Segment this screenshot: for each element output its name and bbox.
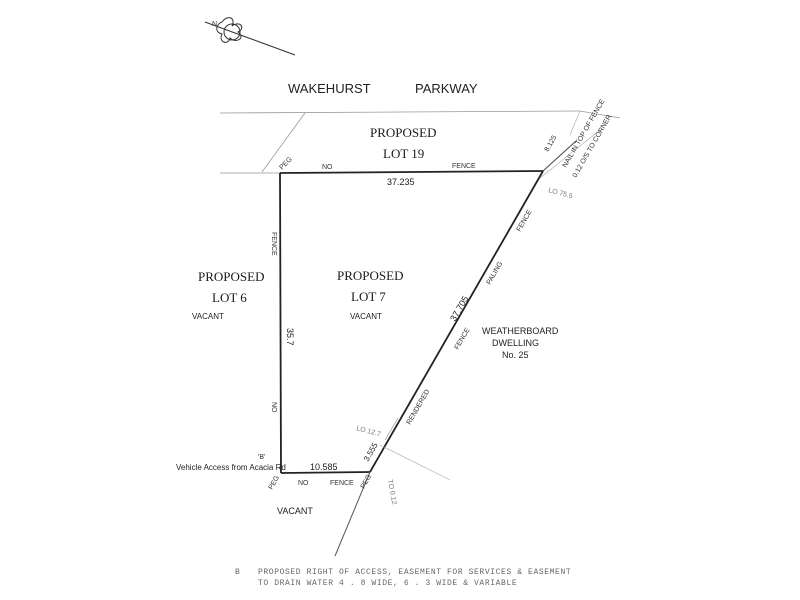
lot7-boundary bbox=[279, 170, 544, 474]
leader-label-bottom: TO 0.12 bbox=[386, 479, 397, 505]
dwelling-label-kind: DWELLING bbox=[492, 338, 539, 348]
lot7-label-number: LOT 7 bbox=[351, 289, 386, 304]
lot19-label-number: LOT 19 bbox=[383, 146, 424, 161]
lot7-label-proposed: PROPOSED bbox=[337, 268, 403, 283]
lot19-west-boundary bbox=[261, 112, 306, 173]
lot6-label-number: LOT 6 bbox=[212, 290, 247, 305]
dimension-corner: 8.125 bbox=[544, 134, 559, 153]
fence-label-bottom: FENCE bbox=[330, 480, 354, 487]
peg-label-bottom-right: PEG bbox=[360, 474, 373, 490]
lot19-label-proposed: PROPOSED bbox=[370, 125, 436, 140]
no-label-left: NO bbox=[270, 402, 277, 413]
lot7-west-boundary bbox=[279, 172, 282, 474]
note-marker: B bbox=[235, 568, 240, 577]
b-label: 'B' bbox=[258, 454, 265, 461]
no-label-top: NO bbox=[322, 164, 333, 171]
peg-label-bottom: PEG bbox=[268, 475, 281, 491]
diagonal-extension-north bbox=[542, 140, 577, 172]
dimension-bottom: 10.585 bbox=[310, 462, 338, 472]
leader-line bbox=[384, 417, 399, 441]
lot6-label-proposed: PROPOSED bbox=[198, 269, 264, 284]
road-name-wakehurst: WAKEHURST bbox=[288, 81, 371, 96]
fence-label-top: FENCE bbox=[452, 163, 476, 170]
fence-label-diagonal-mid: FENCE bbox=[454, 327, 472, 351]
dimension-top: 37.235 bbox=[387, 177, 415, 187]
road-boundary-line-east bbox=[579, 110, 621, 119]
vehicle-access-label: Vehicle Access from Acacia Rd bbox=[176, 463, 286, 472]
bottom-vacant-label: VACANT bbox=[277, 506, 313, 516]
road-name-parkway: PARKWAY bbox=[415, 81, 478, 96]
rendered-label: RENDERED bbox=[406, 388, 432, 426]
dwelling-label-number: No. 25 bbox=[502, 350, 529, 360]
lot7-north-boundary bbox=[279, 170, 544, 174]
leader-label-mid: LO 12.7 bbox=[355, 425, 381, 438]
north-mark: N bbox=[212, 21, 217, 28]
lot19-east-boundary bbox=[569, 110, 581, 136]
north-arrow-icon: N bbox=[204, 17, 296, 56]
dwelling-label-type: WEATHERBOARD bbox=[482, 326, 559, 336]
no-label-bottom: NO bbox=[298, 480, 309, 487]
dimension-left: 35.7 bbox=[285, 328, 295, 346]
road-boundary-line bbox=[219, 110, 581, 114]
leader-line-dwelling bbox=[379, 444, 451, 481]
lot6-status: VACANT bbox=[192, 312, 224, 321]
peg-label-top: PEG bbox=[278, 156, 293, 171]
leader-line-corner bbox=[539, 129, 601, 179]
fence-label-left: FENCE bbox=[270, 232, 277, 256]
diagonal-extension-south bbox=[334, 471, 371, 557]
leader-label-top: LO 75.5 bbox=[547, 187, 573, 200]
note-line-2: TO DRAIN WATER 4 . 8 WIDE, 6 . 3 WIDE & … bbox=[258, 579, 517, 588]
note-line-1: PROPOSED RIGHT OF ACCESS, EASEMENT FOR S… bbox=[258, 568, 571, 577]
lot7-south-boundary bbox=[280, 471, 371, 474]
lot7-east-boundary bbox=[369, 170, 544, 473]
dimension-diagonal: 37.705 bbox=[448, 294, 470, 323]
lot7-status: VACANT bbox=[350, 312, 382, 321]
